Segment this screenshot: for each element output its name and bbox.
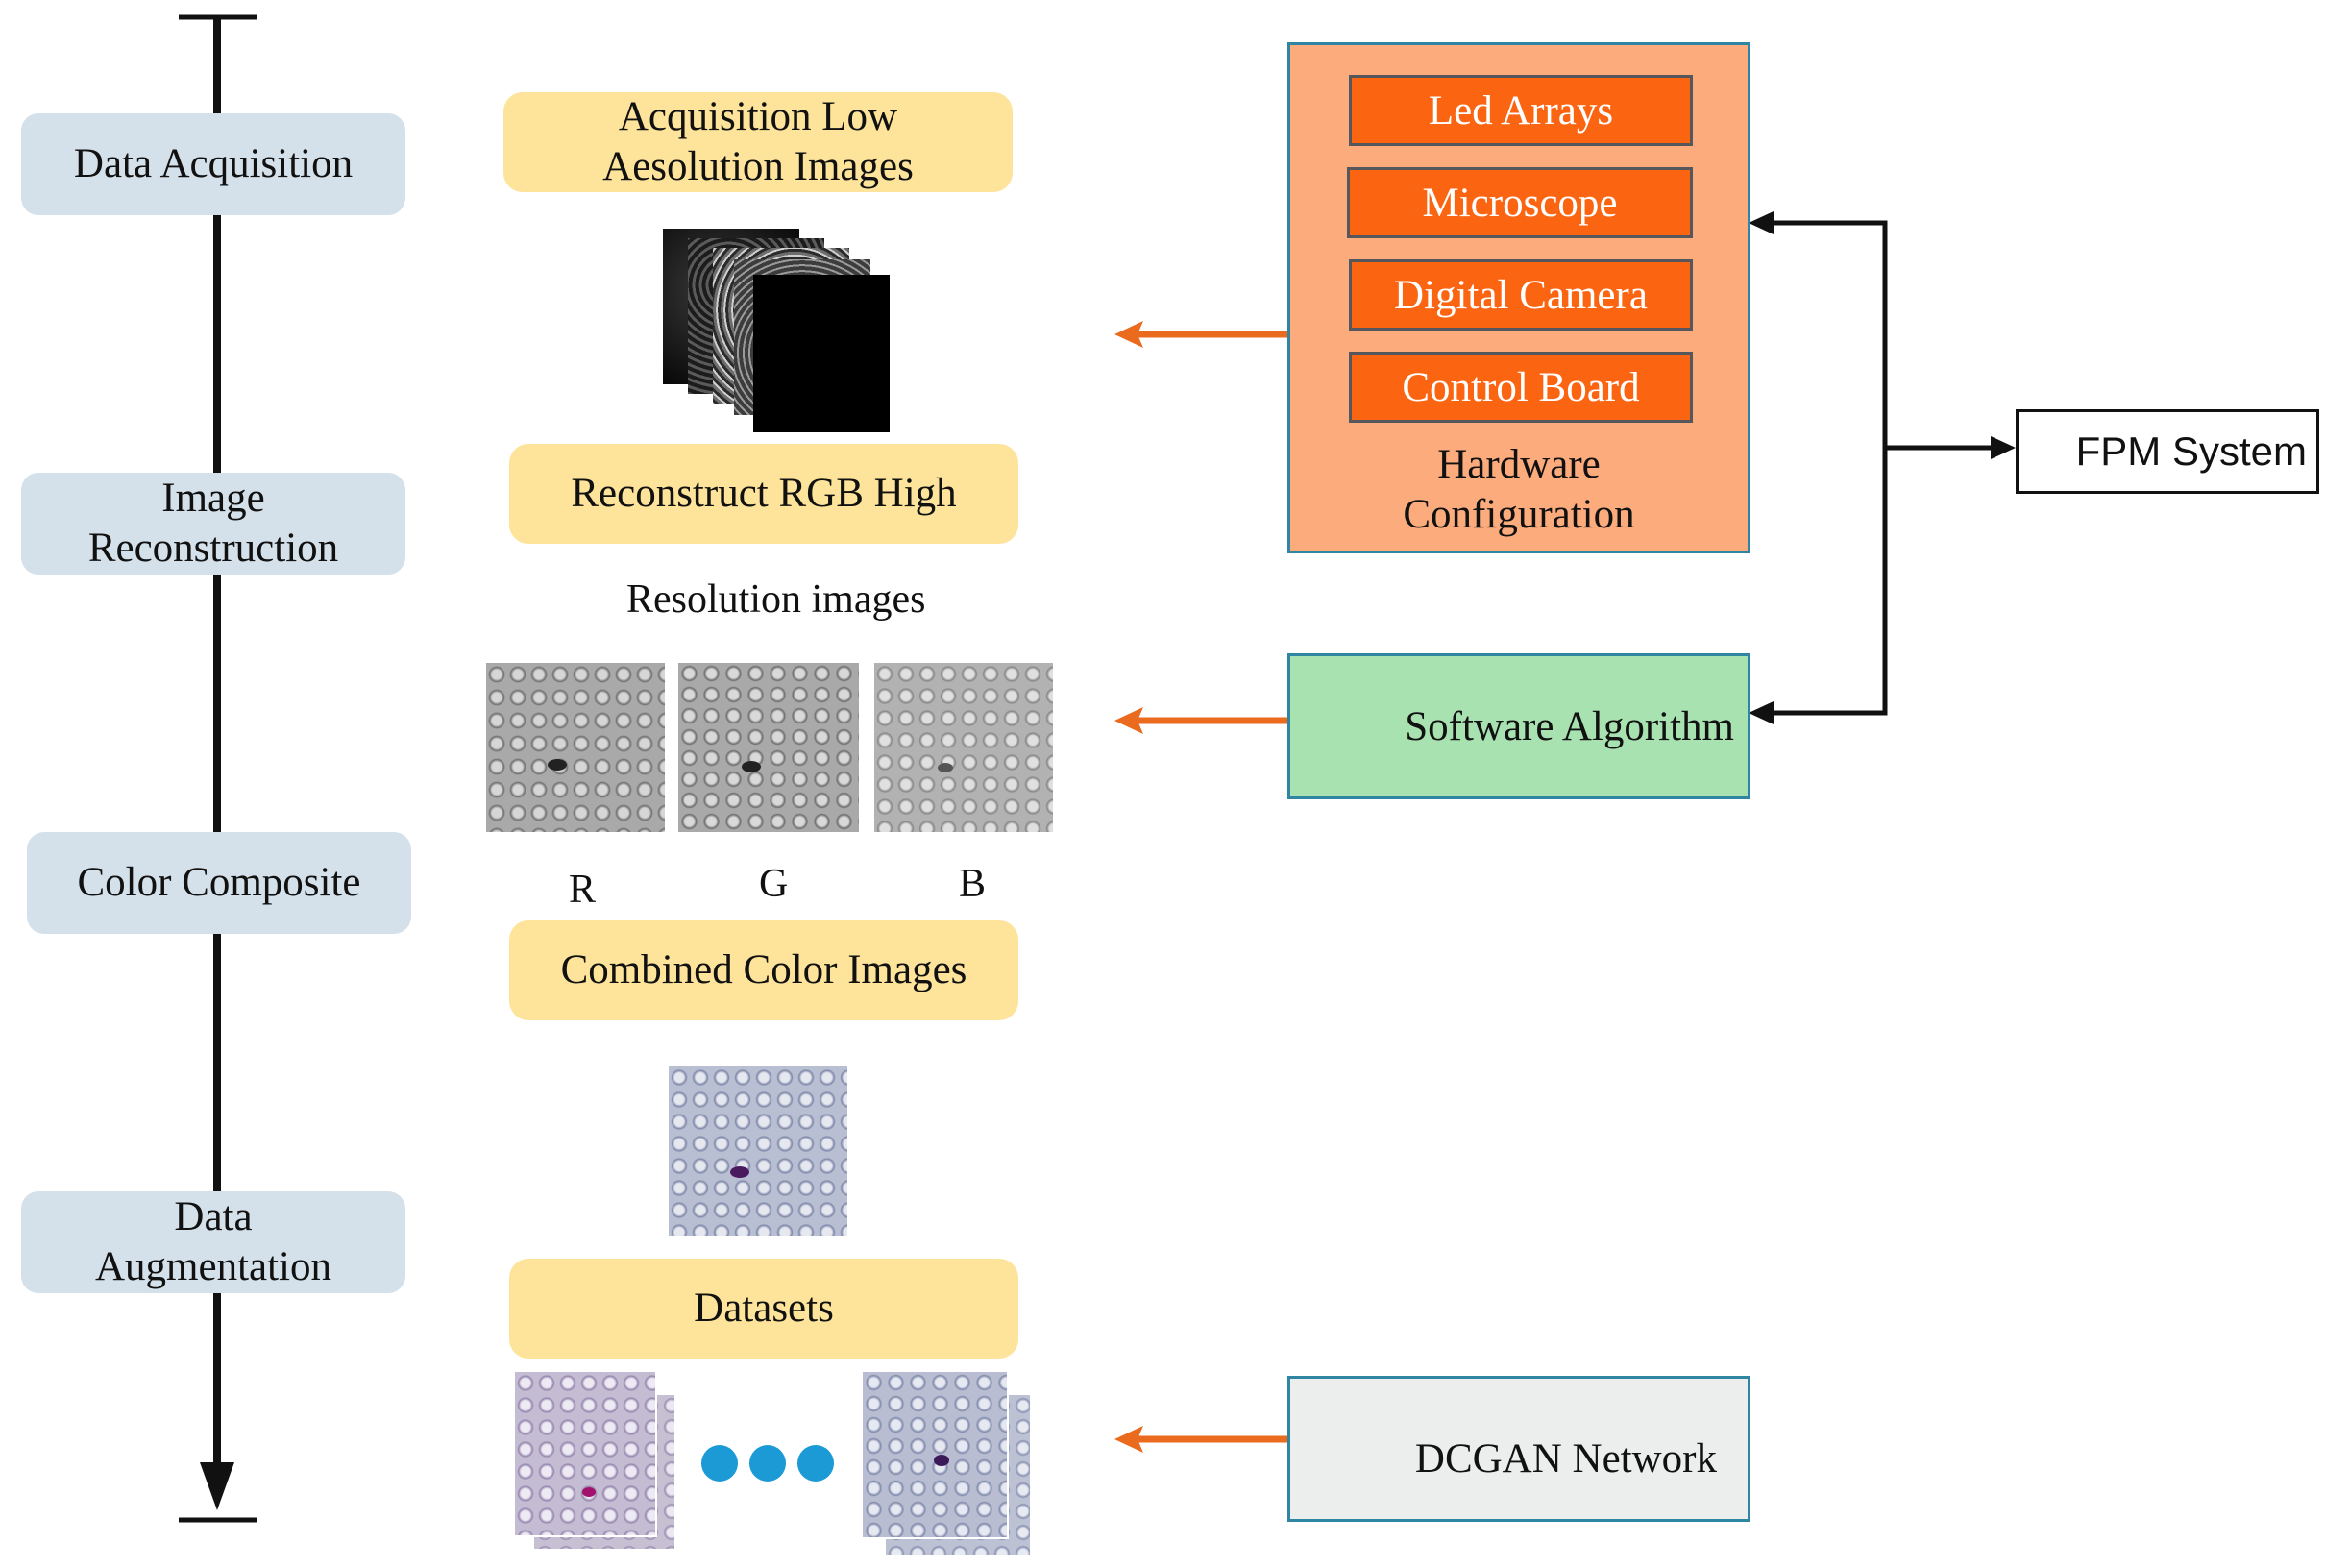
parasite-marker xyxy=(582,1487,596,1497)
arrowhead-to-fpm xyxy=(1991,436,2016,459)
hardware-item-label: Microscope xyxy=(1422,180,1618,226)
channel-label-b: B xyxy=(959,862,987,906)
hardware-caption: Hardware Configuration xyxy=(1287,440,1750,540)
hardware-item-digital-camera: Digital Camera xyxy=(1349,259,1693,331)
parasite-marker xyxy=(730,1166,749,1178)
step-label: Reconstruct RGB High xyxy=(571,471,957,516)
arrowhead-to-hardware xyxy=(1749,211,1774,234)
stage-label: Data Augmentation xyxy=(95,1192,331,1292)
step-label: Acquisition Low Aesolution Images xyxy=(602,92,914,192)
dataset-frame xyxy=(515,1372,655,1535)
fpm-system-box: FPM System xyxy=(2016,409,2319,494)
dataset-stack-first xyxy=(515,1372,678,1553)
stage-label-line: Image xyxy=(161,476,265,521)
channel-image-r xyxy=(486,663,665,832)
step-label: Combined Color Images xyxy=(560,947,967,992)
stage-data-augmentation: Data Augmentation xyxy=(21,1191,405,1293)
step-datasets: Datasets xyxy=(509,1259,1018,1359)
step-combined: Combined Color Images xyxy=(509,920,1018,1020)
stage-label-line: Color Composite xyxy=(77,860,361,905)
software-algorithm-label: Software Algorithm xyxy=(1405,703,1734,749)
stage-image-reconstruction: Image Reconstruction xyxy=(21,473,405,575)
hardware-item-control-board: Control Board xyxy=(1349,352,1693,423)
hardware-item-led-arrays: Led Arrays xyxy=(1349,75,1693,146)
parasite-marker xyxy=(934,1455,949,1466)
stage-label: Image Reconstruction xyxy=(88,474,338,574)
stage-data-acquisition: Data Acquisition xyxy=(21,113,405,215)
step-label-line: Aesolution Images xyxy=(602,144,914,189)
stage-label: Data Acquisition xyxy=(74,139,353,189)
low-res-frame xyxy=(753,275,890,432)
fpm-bracket xyxy=(1756,220,2008,716)
stage-color-composite: Color Composite xyxy=(27,832,411,934)
step-label: Datasets xyxy=(694,1286,834,1331)
hardware-item-label: Led Arrays xyxy=(1428,87,1614,134)
ellipsis-dot xyxy=(749,1445,786,1482)
hardware-item-microscope: Microscope xyxy=(1347,167,1693,238)
parasite-marker xyxy=(548,759,567,771)
stage-label-line: Data xyxy=(174,1194,253,1239)
arrow-dcgan-to-datasets xyxy=(1114,1426,1289,1453)
parasite-marker xyxy=(742,761,761,772)
ellipsis-dot xyxy=(701,1445,738,1482)
resolution-images-label: Resolution images xyxy=(626,577,926,622)
step-reconstruct: Reconstruct RGB High xyxy=(509,444,1018,544)
arrow-software-to-rgb xyxy=(1114,707,1289,734)
arrow-hardware-to-images xyxy=(1114,321,1289,348)
parasite-marker xyxy=(938,763,953,772)
hardware-item-label: Control Board xyxy=(1402,364,1640,410)
fpm-system-label: FPM System xyxy=(2075,429,2307,474)
channel-label-r: R xyxy=(569,868,597,912)
step-label-line: Acquisition Low xyxy=(618,94,898,139)
software-algorithm-box: Software Algorithm xyxy=(1287,653,1750,799)
timeline-arrowhead xyxy=(200,1462,234,1510)
dcgan-network-label: DCGAN Network xyxy=(1414,1435,1717,1482)
stage-label: Color Composite xyxy=(77,858,360,908)
hardware-caption-line: Configuration xyxy=(1403,492,1635,537)
hardware-item-label: Digital Camera xyxy=(1394,272,1648,318)
stage-label-line: Reconstruction xyxy=(87,526,339,571)
step-acquisition: Acquisition Low Aesolution Images xyxy=(503,92,1013,192)
low-resolution-image-stack xyxy=(663,229,890,432)
channel-image-b xyxy=(874,663,1053,832)
channel-image-g xyxy=(678,663,859,832)
ellipsis-dot xyxy=(797,1445,834,1482)
stage-label-line: Data Acquisition xyxy=(73,141,354,186)
combined-color-image xyxy=(669,1066,847,1236)
dataset-stack-last xyxy=(863,1372,1036,1560)
channel-label-g: G xyxy=(759,862,789,906)
stage-label-line: Augmentation xyxy=(94,1244,331,1289)
hardware-caption-line: Hardware xyxy=(1437,442,1601,487)
arrowhead-to-software xyxy=(1749,701,1774,724)
dataset-frame xyxy=(863,1372,1007,1537)
dcgan-network-box: DCGAN Network xyxy=(1287,1376,1750,1522)
